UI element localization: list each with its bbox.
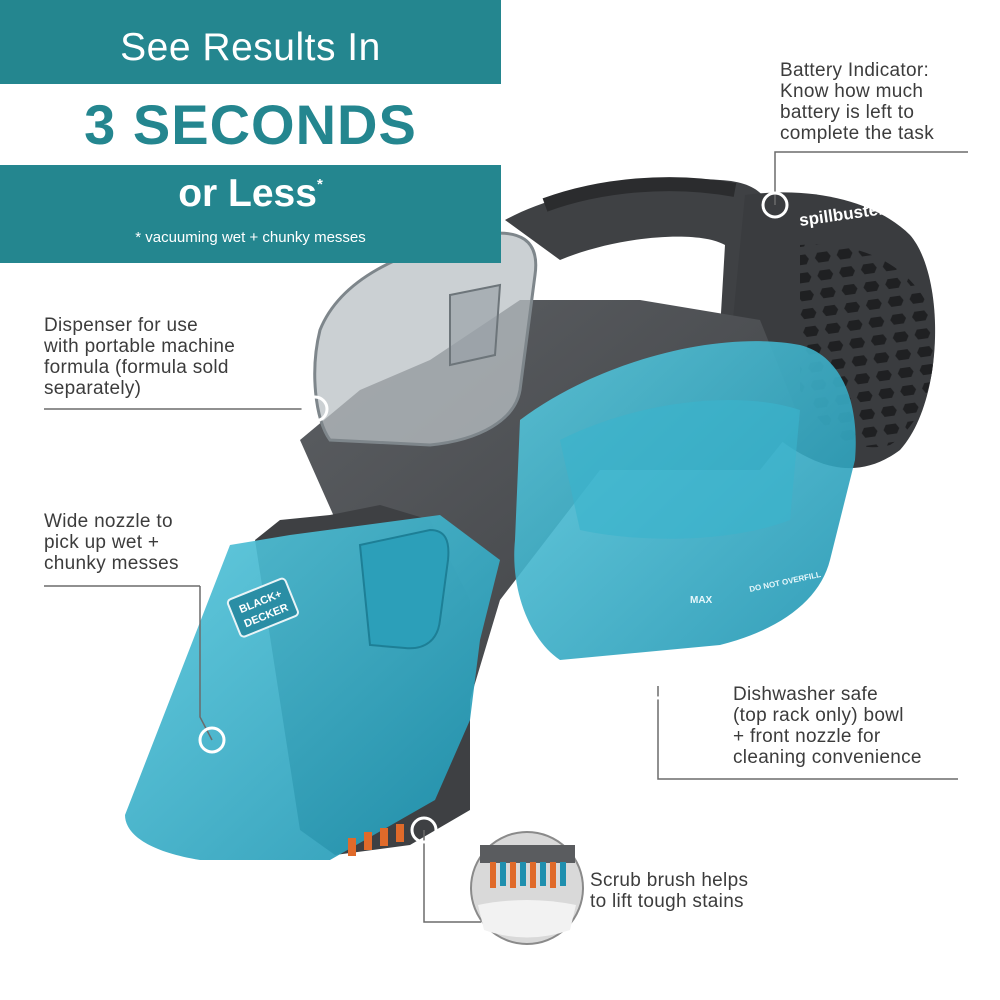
banner-line-3: or Less* <box>178 172 323 215</box>
brand-logo: BLACK+ DECKER <box>226 577 299 638</box>
dispenser-callout: Dispenser for use with portable machine … <box>44 315 236 399</box>
handle <box>505 179 771 330</box>
banner-headline: 3 SECONDS <box>84 93 417 156</box>
banner-highlight-box <box>0 84 501 165</box>
callout-markers <box>198 191 789 844</box>
promo-banner: See Results In 3 SECONDS or Less* * vacu… <box>0 0 501 263</box>
dispenser-dome <box>313 231 538 447</box>
bristles <box>348 824 404 856</box>
scrub-brush-inset <box>470 831 584 945</box>
dishwasher-safe-callout: Dishwasher safe (top rack only) bowl + f… <box>733 684 922 768</box>
banner-footnote: * vacuuming wet + chunky messes <box>135 229 366 246</box>
battery-indicator-callout: Battery Indicator: Know how much battery… <box>780 60 935 144</box>
callout-lines <box>44 151 968 923</box>
max-mark: MAX <box>690 595 713 606</box>
wide-nozzle-callout: Wide nozzle to pick up wet + chunky mess… <box>44 511 179 574</box>
banner-line-1: See Results In <box>120 26 381 69</box>
scrub-brush-callout: Scrub brush helps to lift tough stains <box>590 870 749 912</box>
